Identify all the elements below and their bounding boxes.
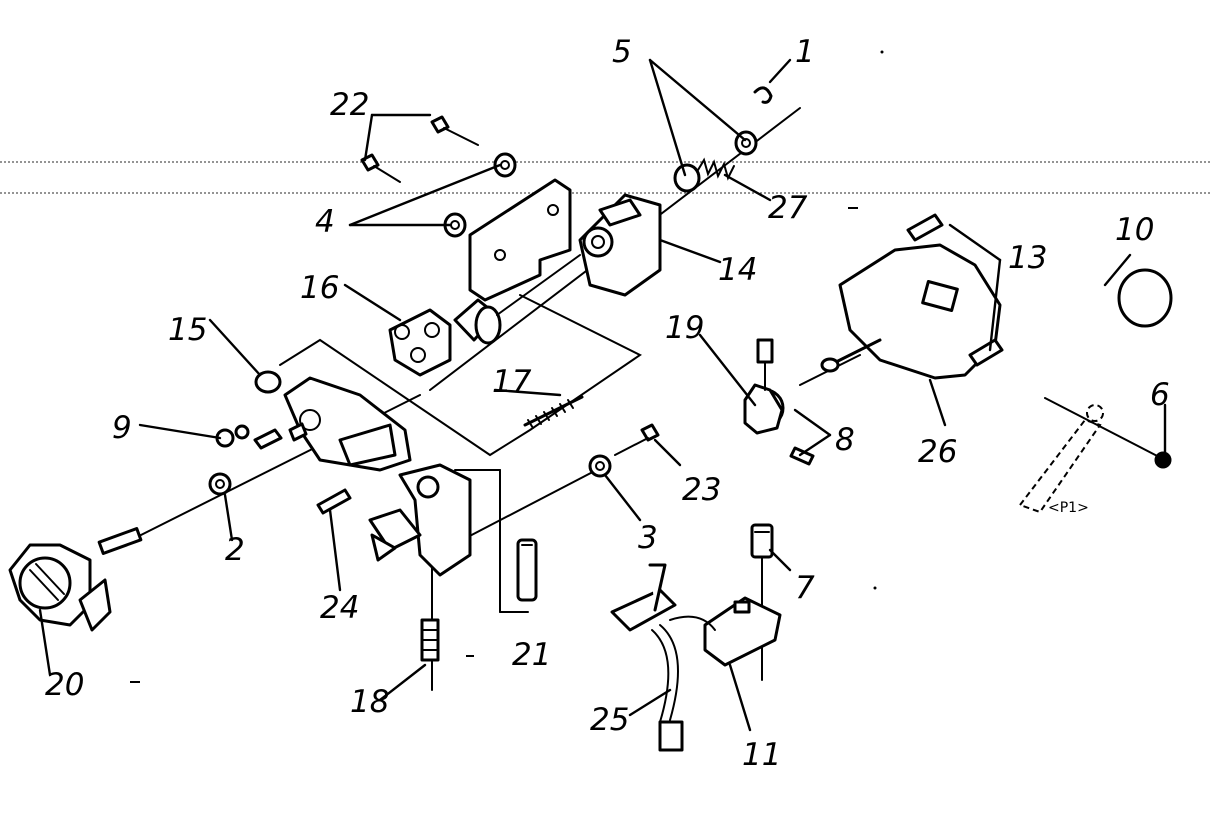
part-27-spring — [673, 130, 758, 193]
callout-4: 4 — [315, 204, 335, 240]
part-21-screw — [516, 538, 538, 602]
callout-19: 19 — [665, 310, 704, 346]
part-10-ring — [1117, 268, 1173, 328]
callout-8: 8 — [835, 422, 855, 458]
callout-22: 22 — [330, 87, 369, 123]
part-11-switch — [610, 563, 782, 667]
callout-2: 2 — [225, 532, 245, 568]
callout-14: 14 — [718, 252, 757, 288]
part-15-main-plate — [254, 370, 412, 472]
callout-27: 27 — [768, 190, 808, 226]
detail-p1-dashed — [1018, 404, 1104, 514]
part-16-shaft — [388, 254, 581, 377]
callout-3: 3 — [638, 520, 658, 556]
callout-17: 17 — [492, 364, 532, 400]
callout-24: 24 — [320, 590, 359, 626]
callout-6: 6 — [1150, 377, 1170, 413]
callout-5: 5 — [612, 34, 632, 70]
callout-21: 21 — [512, 637, 551, 673]
callout-numbers: 1 5 22 27 4 14 13 10 16 15 19 17 9 26 6 … — [45, 34, 1170, 773]
callout-26: 26 — [918, 434, 957, 470]
part-1-clip — [753, 86, 773, 104]
callout-9: 9 — [112, 410, 132, 446]
callout-7: 7 — [795, 570, 815, 606]
part-22-screws — [360, 115, 479, 183]
part-13-screws — [906, 213, 1004, 367]
part-24-pin — [316, 488, 352, 515]
part-2-washer — [208, 472, 232, 496]
part-18-screw — [420, 618, 440, 662]
callout-11: 11 — [742, 737, 781, 773]
part-7-screw — [750, 523, 774, 559]
callout-1: 1 — [795, 34, 815, 70]
part-9-screws — [215, 422, 308, 450]
mounting-plate-outline — [279, 294, 642, 457]
callout-15: 15 — [168, 312, 207, 348]
part-14-bracket — [468, 178, 662, 302]
part-23-screw — [614, 423, 660, 456]
callout-10: 10 — [1115, 212, 1154, 248]
callout-18: 18 — [350, 684, 389, 720]
callout-leaders — [38, 58, 1167, 732]
part-3-nut — [588, 454, 612, 478]
part-19-gear — [743, 338, 785, 435]
part-25-cable — [651, 615, 716, 752]
callout-20: 20 — [45, 667, 84, 703]
part-6-screw — [1154, 451, 1172, 469]
callout-13: 13 — [1008, 240, 1047, 276]
callout-23: 23 — [682, 472, 721, 508]
callout-25: 25 — [590, 702, 629, 738]
lower-bracket — [368, 463, 472, 577]
callout-16: 16 — [300, 270, 339, 306]
detail-label: <P1> — [1048, 500, 1089, 516]
part-8-screw — [789, 446, 815, 466]
part-17-rod — [523, 395, 584, 429]
part-20-knob — [8, 527, 143, 632]
scan-specks — [130, 50, 884, 683]
